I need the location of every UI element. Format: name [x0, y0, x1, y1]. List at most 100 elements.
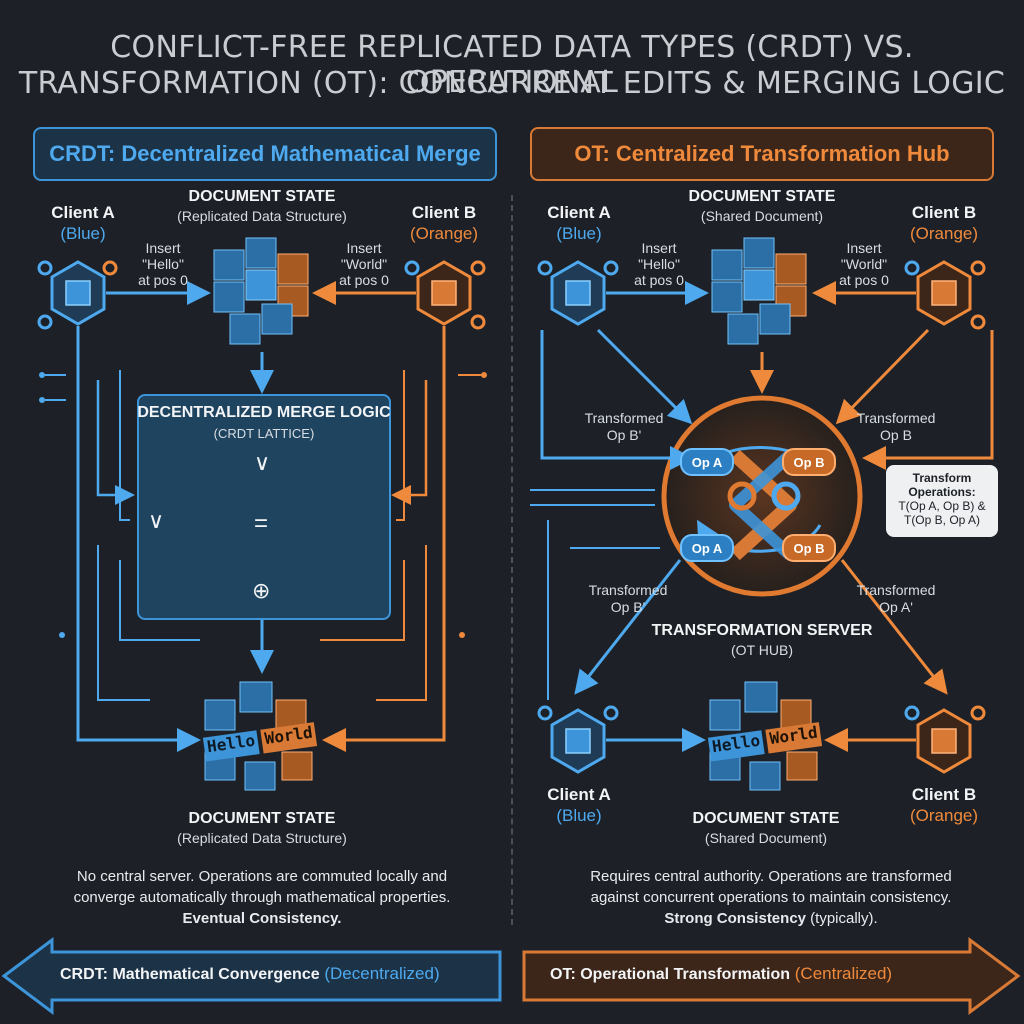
join-symbol-left: ∨: [148, 508, 165, 533]
ot-client-b-bottom-node: [904, 705, 986, 774]
gear-icon: [727, 481, 757, 511]
ot-client-b-top-name: Client B: [911, 203, 977, 222]
transform-operations-callout: Transform Operations: T(Op A, Op B) & T(…: [886, 465, 998, 537]
ot-client-a-bottom-name: Client A: [547, 785, 611, 804]
title-line-1: CONFLICT-FREE REPLICATED DATA TYPES (CRD…: [110, 30, 914, 100]
ot-client-b-bottom-color: (Orange): [909, 806, 979, 825]
ot-client-a-top-color: (Blue): [556, 224, 602, 243]
crdt-merge-box: [137, 394, 391, 620]
ot-desc-line2: against concurrent operations to maintai…: [590, 889, 952, 906]
ot-transformed-tl-line2: Op B': [606, 427, 642, 443]
gear-icon: [603, 260, 619, 276]
crdt-client-a-color: (Blue): [60, 224, 106, 243]
crdt-doc-top-title: DOCUMENT STATE: [188, 188, 336, 205]
ot-client-a-top-node: [537, 260, 619, 326]
gear-icon: [404, 260, 420, 276]
crdt-desc-line3: Eventual Consistency.: [182, 910, 342, 927]
op-a-chip-top: Op A: [680, 448, 734, 476]
ot-server-title: TRANSFORMATION SERVER: [651, 622, 873, 639]
gear-icon: [537, 705, 553, 721]
ot-footer-arrow: [522, 937, 1021, 1015]
ot-op-b-line1: Insert: [846, 240, 882, 256]
ot-transformed-bl-line1: Transformed: [588, 582, 668, 598]
ot-desc-line1: Requires central authority. Operations a…: [590, 868, 952, 885]
gear-icon: [470, 260, 486, 276]
crdt-merge-subtitle: (CRDT LATTICE): [213, 426, 315, 441]
ot-footer-bold: OT: Operational Transformation: [550, 966, 791, 983]
gear-icon: [771, 481, 801, 511]
callout-title: Transform: [912, 471, 972, 485]
callout-line-2: T(Op B, Op A): [903, 513, 981, 527]
crdt-doc-bottom-title: DOCUMENT STATE: [188, 810, 336, 827]
crdt-doc-top-subtitle: (Replicated Data Structure): [177, 208, 347, 224]
op-b-chip-bottom: Op B: [782, 534, 836, 562]
crdt-op-a-line1: Insert: [145, 240, 181, 256]
crdt-client-b-node: [404, 260, 486, 330]
callout-title-2: Operations:: [908, 485, 976, 499]
ot-server-subtitle: (OT HUB): [731, 642, 793, 658]
ot-doc-bottom-subtitle: (Shared Document): [704, 830, 828, 846]
crdt-doc-top-cubes: [213, 237, 309, 345]
gear-icon: [37, 260, 53, 276]
ot-op-b-line2: "World": [840, 256, 888, 272]
crdt-op-a-line3: at pos 0: [138, 272, 188, 288]
ot-op-a-line2: "Hello": [638, 256, 680, 272]
ot-desc-line3: Strong Consistency (typically).: [526, 908, 1016, 929]
crdt-op-b-line3: at pos 0: [339, 272, 389, 288]
gear-icon: [970, 705, 986, 721]
crdt-doc-bottom-subtitle: (Replicated Data Structure): [177, 830, 347, 846]
ot-doc-top-subtitle: (Shared Document): [700, 208, 824, 224]
gear-icon: [537, 260, 553, 276]
ot-client-b-top-color: (Orange): [909, 224, 979, 243]
gear-icon: [102, 260, 118, 276]
ot-client-a-bottom-color: (Blue): [556, 806, 602, 825]
callout-line-1: T(Op A, Op B) &: [898, 499, 986, 513]
ot-transformed-bl-line2: Op B': [610, 599, 646, 615]
crdt-footer-label: CRDT: Mathematical Convergence (Decentra…: [60, 964, 500, 984]
equals-symbol: =: [254, 510, 269, 537]
ot-doc-top-title: DOCUMENT STATE: [688, 188, 836, 205]
crdt-client-a-name: Client A: [51, 203, 115, 222]
crdt-footer-paren: (Decentralized): [324, 964, 440, 983]
ot-transformed-tr-line1: Transformed: [856, 410, 936, 426]
ot-transformed-br-line2: Op A': [879, 599, 913, 615]
crdt-footer-arrow: [1, 937, 502, 1015]
ot-hub: [661, 395, 863, 597]
ot-doc-top-cubes: [711, 237, 807, 345]
op-a-chip-bottom: Op A: [680, 534, 734, 562]
ot-footer-label: OT: Operational Transformation (Centrali…: [550, 964, 970, 984]
crdt-client-a-node: [37, 260, 118, 330]
ot-banner: OT: Centralized Transformation Hub: [530, 127, 994, 181]
gear-icon: [904, 705, 920, 721]
gear-icon: [970, 260, 986, 276]
panel-divider: [511, 195, 513, 925]
gear-icon: [37, 314, 53, 330]
ot-desc-line3-bold: Strong Consistency: [664, 910, 806, 927]
oplus-symbol: ⊕: [252, 578, 271, 603]
ot-transformed-tr-line2: Op B: [880, 427, 912, 443]
op-b-chip-top: Op B: [782, 448, 836, 476]
ot-op-a-line1: Insert: [641, 240, 677, 256]
ot-op-b-line3: at pos 0: [839, 272, 889, 288]
gear-icon: [603, 705, 619, 721]
crdt-footer-bold: CRDT: Mathematical Convergence: [60, 966, 320, 983]
gear-icon: [470, 314, 486, 330]
crdt-op-b-line2: "World": [340, 256, 388, 272]
ot-op-a-line3: at pos 0: [634, 272, 684, 288]
ot-desc-line3-rest: (typically).: [806, 910, 878, 927]
ot-client-a-top-name: Client A: [547, 203, 611, 222]
crdt-banner: CRDT: Decentralized Mathematical Merge: [33, 127, 497, 181]
crdt-merge-title: DECENTRALIZED MERGE LOGIC: [137, 404, 391, 421]
ot-transformed-tl-line1: Transformed: [584, 410, 664, 426]
gear-icon: [904, 260, 920, 276]
crdt-desc-line2: converge automatically through mathemati…: [73, 889, 451, 906]
title-line-2: TRANSFORMATION (OT): CONCURRENT EDITS & …: [18, 66, 1006, 101]
ot-doc-bottom-cubes: [709, 681, 818, 791]
crdt-desc-line1: No central server. Operations are commut…: [76, 868, 448, 885]
crdt-client-b-color: (Orange): [409, 224, 479, 243]
gear-icon: [970, 314, 986, 330]
ot-doc-bottom-title: DOCUMENT STATE: [692, 810, 840, 827]
ot-client-b-bottom-name: Client B: [911, 785, 977, 804]
ot-client-a-bottom-node: [537, 705, 619, 774]
crdt-op-a-line2: "Hello": [142, 256, 184, 272]
